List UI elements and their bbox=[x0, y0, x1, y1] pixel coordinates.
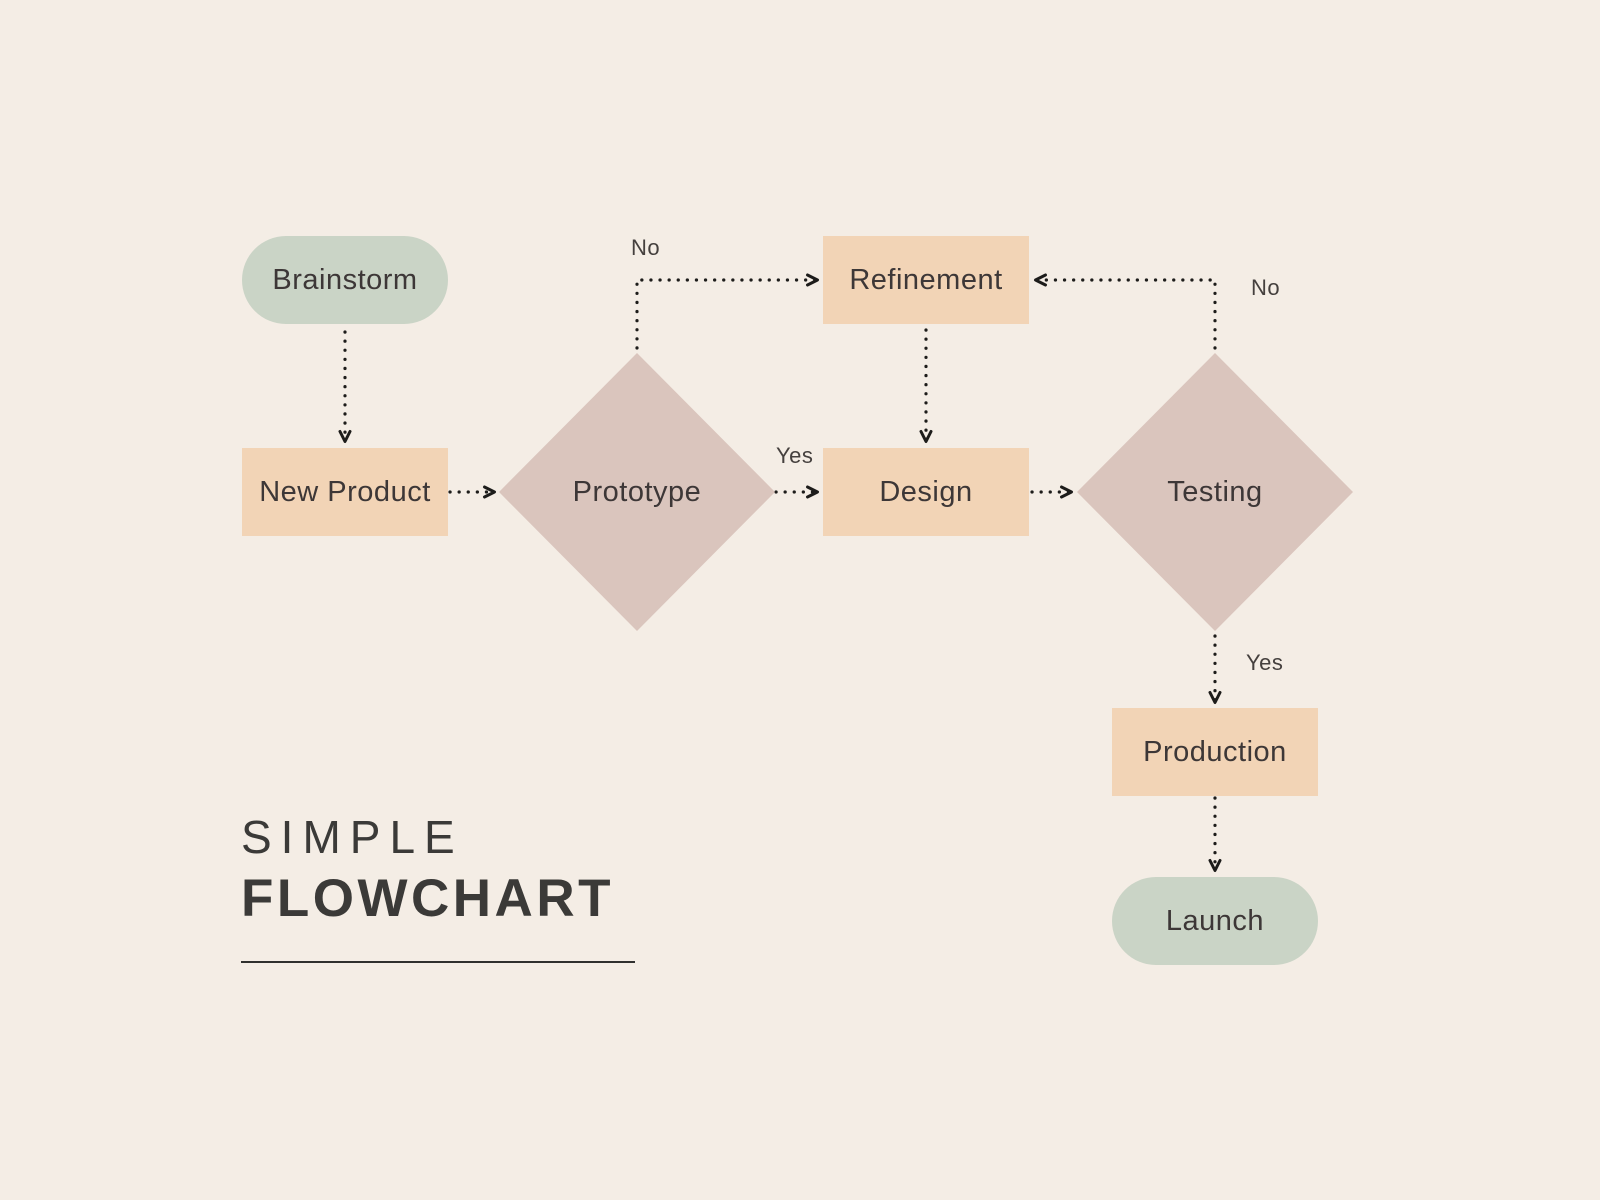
node-testing-label: Testing bbox=[1167, 475, 1263, 508]
node-refinement: Refinement bbox=[823, 236, 1029, 324]
node-launch-label: Launch bbox=[1165, 904, 1265, 937]
node-refinement-label: Refinement bbox=[849, 263, 1003, 296]
node-prototype-label: Prototype bbox=[572, 475, 702, 508]
page-title-line1: SIMPLE bbox=[241, 811, 464, 863]
page-title-line2: FLOWCHART bbox=[241, 868, 614, 928]
edge-label-prototype-yes: Yes bbox=[776, 443, 814, 468]
edge-label-prototype-no: No bbox=[631, 235, 661, 260]
edge-label-testing-no: No bbox=[1251, 275, 1281, 300]
node-new-product-label: New Product bbox=[259, 475, 431, 508]
node-production: Production bbox=[1112, 708, 1318, 796]
edge-prototype-to-refinement-no bbox=[635, 273, 819, 350]
node-new-product: New Product bbox=[242, 448, 448, 536]
title-block: SIMPLE FLOWCHART bbox=[241, 812, 635, 963]
node-design: Design bbox=[823, 448, 1029, 536]
node-brainstorm: Brainstorm bbox=[242, 236, 448, 324]
node-design-label: Design bbox=[879, 475, 973, 508]
node-launch: Launch bbox=[1112, 877, 1318, 965]
title-underline bbox=[241, 960, 635, 963]
edge-label-testing-yes: Yes bbox=[1246, 650, 1284, 675]
node-production-label: Production bbox=[1143, 735, 1287, 768]
edge-testing-to-refinement-no bbox=[1034, 273, 1217, 350]
node-brainstorm-label: Brainstorm bbox=[272, 263, 418, 296]
